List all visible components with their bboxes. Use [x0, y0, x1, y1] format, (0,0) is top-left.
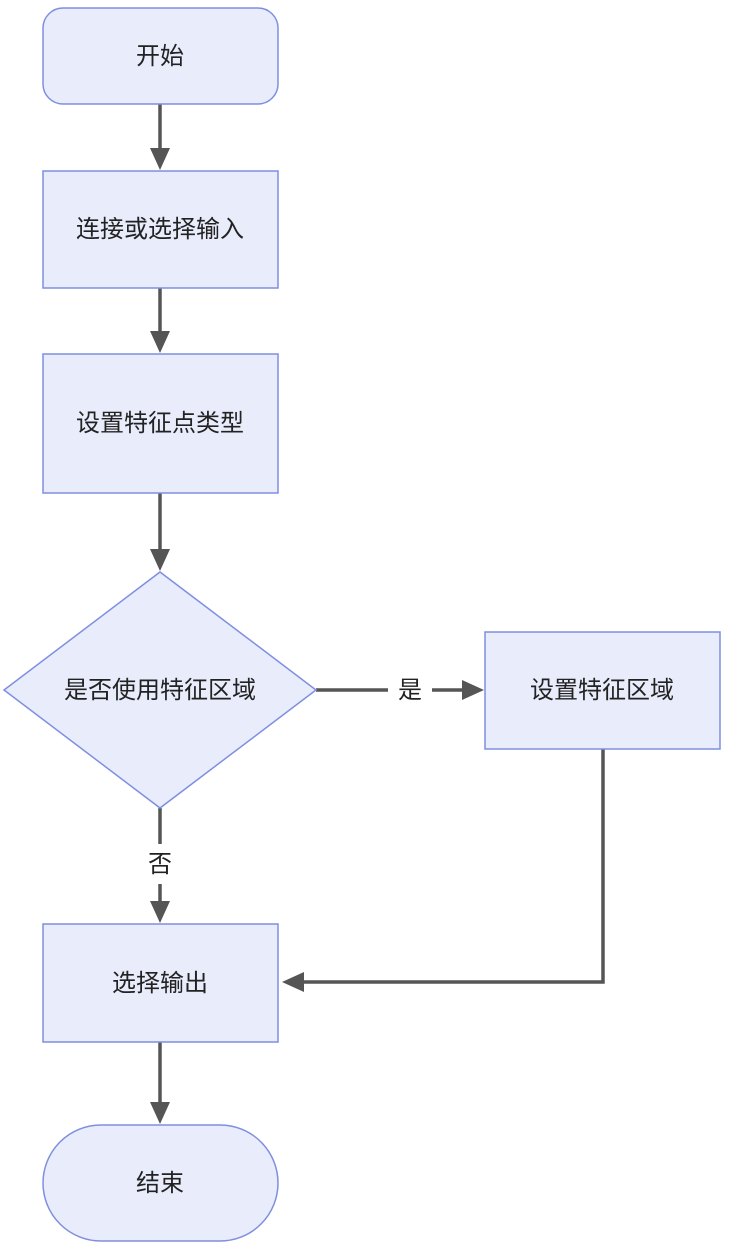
yes-label: 是: [398, 676, 422, 704]
node-decision-use-region: 是否使用特征区域: [2, 571, 318, 809]
edge-label-yes: 是: [388, 672, 432, 708]
node-set-feature-region: 设置特征区域: [484, 631, 721, 750]
node-set-feature-type-label: 设置特征点类型: [76, 409, 244, 437]
node-connect-input-label: 连接或选择输入: [76, 215, 244, 243]
node-start-label: 开始: [136, 42, 184, 70]
node-select-output: 选择输出: [42, 923, 279, 1043]
edge-start-to-connect: [150, 104, 170, 170]
edge-set-type-to-decision: [150, 493, 170, 571]
edge-connect-to-set-type: [150, 288, 170, 353]
no-label: 否: [148, 850, 172, 878]
node-end: 结束: [42, 1124, 279, 1242]
edge-output-to-end: [150, 1042, 170, 1124]
node-set-feature-region-label: 设置特征区域: [530, 676, 674, 704]
node-connect-input: 连接或选择输入: [42, 170, 279, 289]
node-decision-label: 是否使用特征区域: [64, 676, 256, 704]
edge-region-to-output: [282, 749, 605, 992]
node-select-output-label: 选择输出: [112, 969, 208, 997]
node-set-feature-type: 设置特征点类型: [42, 353, 279, 494]
node-start: 开始: [42, 7, 279, 105]
node-end-label: 结束: [136, 1169, 184, 1197]
edge-label-no: 否: [140, 844, 180, 884]
